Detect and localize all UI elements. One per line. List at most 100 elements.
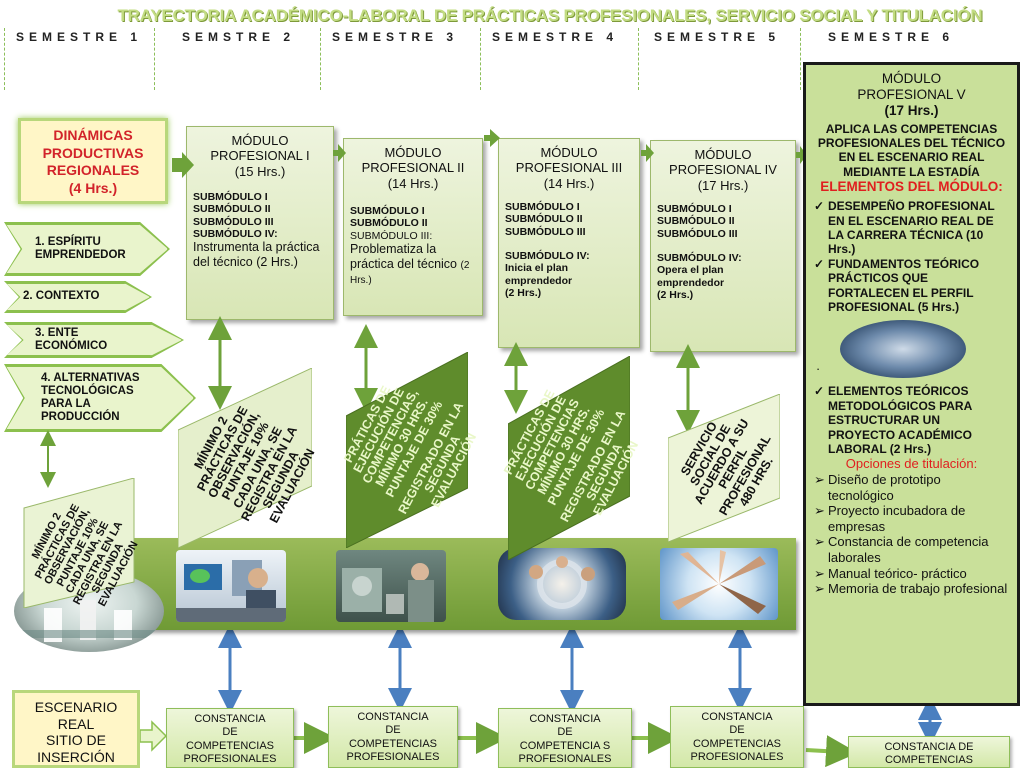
element-item: ✓DESEMPEÑO PROFESIONAL EN EL ESCENARIO R… <box>814 199 1009 257</box>
escenario-line: REAL <box>57 715 95 732</box>
escenario-line: ESCENARIO <box>34 699 118 715</box>
module-summary: APLICA LAS COMPETENCIAS PROFESIONALES DE… <box>817 121 1006 179</box>
submodule-label: SUBMÓDULO I <box>350 204 425 217</box>
arrow-right-icon <box>484 129 500 147</box>
chevron-espiritu-emprendedor: 1. ESPÍRITU EMPRENDEDOR <box>6 224 168 274</box>
dinamicas-line: PRODUCTIVAS <box>42 144 144 161</box>
submodule-hours: (2 Hrs.) <box>350 259 470 286</box>
arrow-right-icon <box>805 735 858 768</box>
option-item: ➢Constancia de competencia laborales <box>814 534 1009 565</box>
constancia-line: CONSTANCIA <box>357 711 429 723</box>
checkmark-icon: ✓ <box>814 256 825 271</box>
arrow-right-icon <box>172 152 194 178</box>
constancia-line: DE <box>557 726 573 739</box>
module-title: MÓDULO <box>540 145 598 160</box>
chevron-ente-economico: 3. ENTE ECONÓMICO <box>6 324 182 356</box>
team-photo <box>498 548 626 620</box>
element-text: FUNDAMENTOS TEÓRICO PRÁCTICOS QUE FORTAL… <box>828 256 980 315</box>
module-title: PROFESIONAL III <box>515 160 623 176</box>
chevron-label: 2. CONTEXTO <box>23 290 100 303</box>
module-hours: (14 Hrs.) <box>543 175 595 191</box>
constancia-box-1: CONSTANCIA DE COMPETENCIAS PROFESIONALES <box>166 708 294 768</box>
module-hours: (15 Hrs.) <box>234 163 286 179</box>
constancia-box-4: CONSTANCIA DE COMPETENCIAS PROFESIONALES <box>670 706 804 768</box>
dinamicas-line: REGIONALES <box>46 162 140 178</box>
submodule-description: Inicia el plan emprendedor <box>505 262 573 287</box>
semester-divider <box>480 28 481 90</box>
option-text: Memoria de trabajo profesional <box>828 581 1008 597</box>
semester-2-label: SEMSTRE 2 <box>182 30 296 44</box>
bullet-dot: · <box>816 362 821 377</box>
options-title: Opciones de titulación: <box>845 456 978 472</box>
constancia-line: PROFESIONALES <box>518 753 612 766</box>
option-text: Manual teórico- práctico <box>828 565 967 581</box>
semester-1-label: SEMESTRE 1 <box>16 30 143 44</box>
module-hours: (17 Hrs.) <box>884 103 939 119</box>
constancia-box-3: CONSTANCIA DE COMPETENCIA S PROFESIONALE… <box>498 708 632 768</box>
constancia-line: DE <box>222 726 238 739</box>
option-item: ➢Diseño de prototipo tecnológico <box>814 472 1009 503</box>
constancia-line: PROFESIONALES <box>346 751 440 764</box>
chevron-label: 1. ESPÍRITU EMPRENDEDOR <box>35 235 126 261</box>
submodule-label: SUBMÓDULO II <box>350 217 428 230</box>
checkmark-icon: ✓ <box>814 199 825 214</box>
arrow-bullet-icon: ➢ <box>814 565 825 581</box>
arrow-bullet-icon: ➢ <box>814 534 825 550</box>
submodule-label: SUBMÓDULO II <box>505 213 583 226</box>
modulo-profesional-3: MÓDULO PROFESIONAL III (14 Hrs.) SUBMÓDU… <box>498 138 640 348</box>
module-hours: (14 Hrs.) <box>387 175 439 191</box>
practice-box-observacion-1: MÍNIMO 2 PRÁCTICAS DE OBSERVACIÓN, PUNTA… <box>20 478 140 608</box>
arrow-right-icon <box>641 144 654 162</box>
escenario-real-box: ESCENARIO REAL SITIO DE INSERCIÓN <box>12 690 140 768</box>
hands-photo <box>660 548 778 620</box>
practice-box-ejecucion-2: PRÁCTICAS DE EJECUCIÓN DE COMPETENCIAS M… <box>501 356 641 560</box>
dinamicas-line: DINÁMICAS <box>53 127 133 143</box>
module-title: PROFESIONAL V <box>857 87 966 103</box>
submodule-label: SUBMÓDULO III <box>657 227 738 240</box>
module-title: MÓDULO <box>694 147 752 162</box>
submodule-label: SUBMÓDULO II <box>657 215 735 228</box>
dinamicas-hours: (4 Hrs.) <box>68 179 118 196</box>
modulo-profesional-2: MÓDULO PROFESIONAL II (14 Hrs.) SUBMÓDUL… <box>343 138 483 316</box>
option-item: ➢Proyecto incubadora de empresas <box>814 503 1009 534</box>
elements-list: ✓ELEMENTOS TEÓRICOS METODOLÓGICOS PARA E… <box>814 384 1009 456</box>
computer-lab-photo <box>176 550 286 622</box>
constancia-line: CONSTANCIA <box>194 713 266 725</box>
options-list: ➢Diseño de prototipo tecnológico ➢Proyec… <box>814 472 1009 597</box>
modulo-profesional-5: MÓDULO PROFESIONAL V (17 Hrs.) APLICA LA… <box>803 62 1020 706</box>
technicians-photo-area: · <box>814 314 1009 380</box>
constancia-line: COMPETENCIAS <box>692 737 781 750</box>
semester-3-label: SEMESTRE 3 <box>332 30 459 44</box>
element-item: ✓FUNDAMENTOS TEÓRICO PRÁCTICOS QUE FORTA… <box>814 257 1009 315</box>
submodule-label: SUBMÓDULO IV: <box>657 252 742 265</box>
element-text: DESEMPEÑO PROFESIONAL EN EL ESCENARIO RE… <box>828 199 995 257</box>
semester-6-label: SEMESTRE 6 <box>828 30 955 44</box>
semester-divider <box>4 28 5 90</box>
dinamicas-productivas-box: DINÁMICAS PRODUCTIVAS REGIONALES (4 Hrs.… <box>18 118 168 204</box>
elements-title: ELEMENTOS DEL MÓDULO: <box>820 179 1003 195</box>
constancia-line: DE <box>729 724 745 737</box>
submodule-label: SUBMÓDULO IV: <box>193 228 278 241</box>
submodule-description: Opera el plan emprendedor <box>657 264 725 289</box>
submodule-label: SUBMÓDULO I <box>657 202 732 215</box>
arrow-bullet-icon: ➢ <box>814 503 825 519</box>
semester-divider <box>638 28 639 90</box>
submodule-label: SUBMÓDULO III <box>193 215 274 228</box>
submodule-label: SUBMÓDULO II <box>193 203 271 216</box>
submodule-label: SUBMÓDULO III <box>505 225 586 238</box>
module-title: MÓDULO <box>881 71 942 86</box>
constancia-line: CONSTANCIA <box>701 711 773 723</box>
submodule-label: SUBMÓDULO IV: <box>505 250 590 263</box>
escenario-line: SITIO DE <box>46 732 106 749</box>
modulo-profesional-1: MÓDULO PROFESIONAL I (15 Hrs.) SUBMÓDULO… <box>186 126 334 320</box>
constancia-line: COMPETENCIA S <box>519 739 611 752</box>
submodule-hours: (2 Hrs.) <box>505 287 542 300</box>
arrow-bullet-icon: ➢ <box>814 581 825 597</box>
submodule-description: Instrumenta la práctica del técnico (2 H… <box>193 240 320 270</box>
constancia-line: COMPETENCIAS <box>348 737 437 750</box>
semester-4-label: SEMESTRE 4 <box>492 30 619 44</box>
element-text: ELEMENTOS TEÓRICOS METODOLÓGICOS PARA ES… <box>828 384 973 456</box>
escenario-line: INSERCIÓN <box>37 748 115 765</box>
constancia-line: CONSTANCIA <box>529 713 601 725</box>
